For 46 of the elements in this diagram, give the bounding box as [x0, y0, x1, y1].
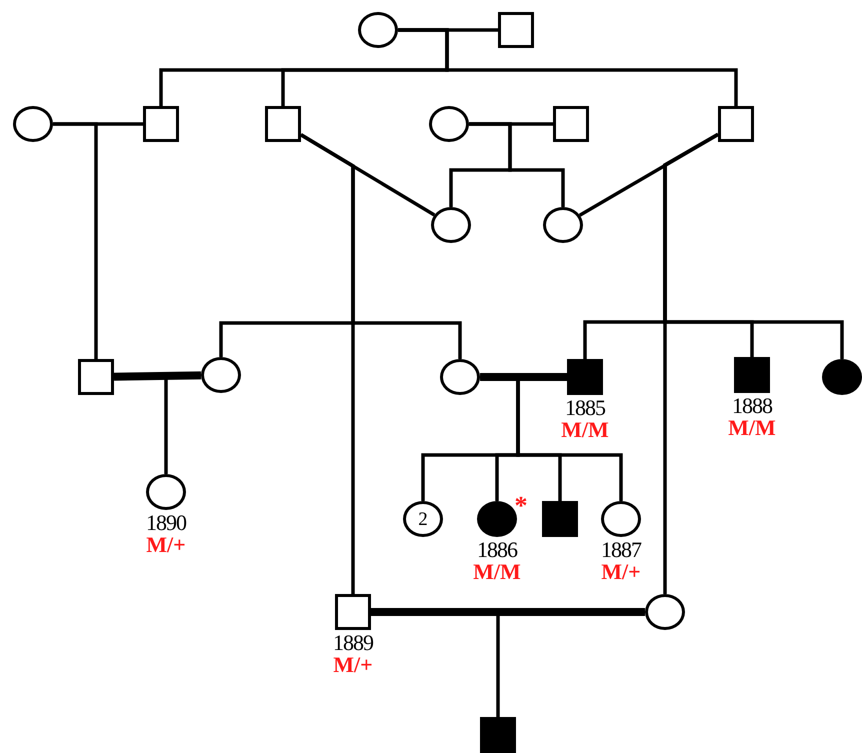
genotype-label: M/M [561, 419, 609, 441]
female-symbol [201, 357, 241, 393]
female-symbol [429, 106, 469, 142]
female-symbol [358, 12, 398, 48]
genotype-label: M/+ [146, 534, 186, 556]
descent-line [53, 122, 98, 359]
descent-line [398, 28, 738, 106]
male-symbol [78, 359, 114, 395]
genotype-label: M/+ [333, 654, 373, 676]
birth-year-label: 1885 [565, 397, 605, 419]
sibling-count: 2 [418, 510, 428, 528]
female-symbol [13, 106, 53, 142]
male-symbol [498, 12, 534, 48]
affected-female-symbol [822, 359, 862, 395]
female-symbol [431, 207, 471, 243]
birth-year-label: 1887 [601, 539, 641, 561]
male-symbol [335, 594, 371, 630]
birth-year-label: 1889 [333, 632, 373, 654]
female-symbol [440, 359, 480, 395]
proband-asterisk: * [514, 493, 528, 519]
affected-male-symbol [567, 359, 603, 395]
descent-line [300, 133, 355, 594]
affected-male-symbol [734, 357, 770, 393]
male-symbol [553, 106, 589, 142]
genotype-label: M/M [473, 561, 521, 583]
birth-year-label: 1886 [477, 539, 517, 561]
female-symbol [645, 594, 685, 630]
female-symbol [146, 474, 186, 510]
descent-line [469, 122, 565, 207]
consanguineous-marriage-line [114, 371, 202, 381]
affected-female-symbol [477, 501, 517, 537]
birth-year-label: 1888 [732, 395, 772, 417]
affected-male-symbol [480, 717, 516, 753]
male-symbol [265, 106, 301, 142]
consanguineous-marriage-line [480, 373, 567, 381]
male-symbol [718, 106, 754, 142]
birth-year-label: 1890 [146, 512, 186, 534]
male-symbol [143, 106, 179, 142]
female-symbol [601, 501, 641, 537]
affected-male-symbol [542, 501, 578, 537]
consanguineous-marriage-line [371, 608, 645, 616]
genotype-label: M/+ [601, 561, 641, 583]
genotype-label: M/M [728, 417, 776, 439]
descent-line [663, 132, 719, 594]
female-symbol [543, 207, 583, 243]
female-symbol [403, 501, 443, 537]
